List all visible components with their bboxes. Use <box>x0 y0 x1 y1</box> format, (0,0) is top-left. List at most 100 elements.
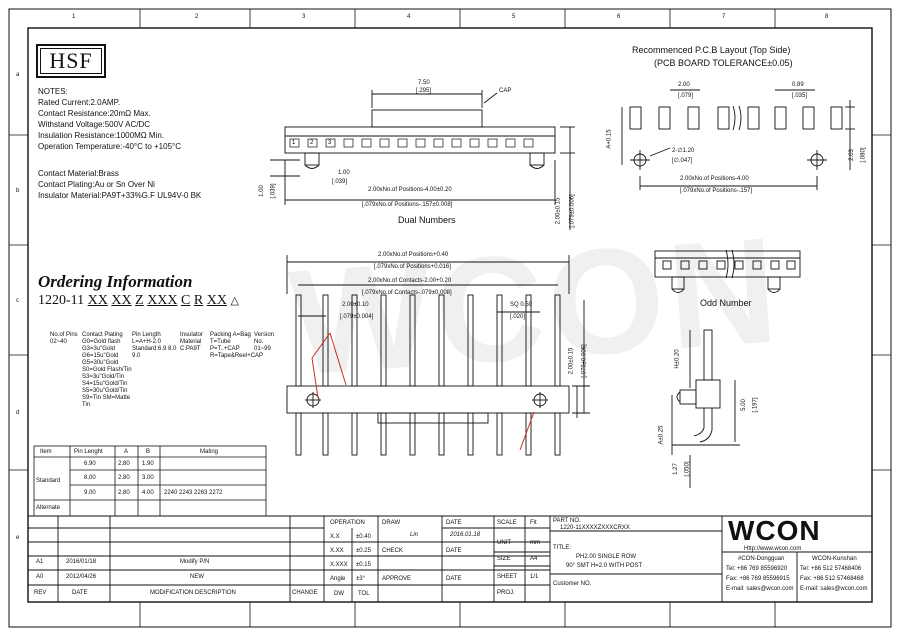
dim-750: 7.50 <box>418 80 430 86</box>
side-dim: [.050] <box>684 461 691 477</box>
mating-header-a: A <box>124 449 129 455</box>
ordering-title: Ordering Information <box>38 272 193 291</box>
front-dim: [.079xNo.of Contacts-.079±0.008] <box>362 290 452 296</box>
front-dim: 2.00xNo.of Contacts-2.00+0.20 <box>368 278 452 284</box>
grid-top-1: 1 <box>72 14 76 20</box>
tb-customer-no: Customer NO. <box>553 581 592 587</box>
note-line: Insulation Resistance:1000MΩ Min. <box>38 131 165 140</box>
cap-label: CAP <box>499 88 512 94</box>
pcb-dim: [.079] <box>678 93 694 99</box>
tb-dw: DW <box>334 591 344 597</box>
grid-top-3: 3 <box>302 14 306 20</box>
side-dim: 1.27 <box>672 463 679 475</box>
tb-draw-name: Lin <box>410 532 419 538</box>
rev-cell: A1 <box>36 559 44 565</box>
tb-proj: PROJ. <box>497 590 515 596</box>
tb-approve: APPROVE <box>382 576 412 582</box>
front-dim: 2.00xNo.of Positions+0.40 <box>378 252 449 258</box>
mating-table-lines <box>33 445 267 517</box>
front-dim: [.079±0.004] <box>340 314 374 320</box>
pin-number: 1 <box>292 140 296 146</box>
note-line: Rated Current:2.0AMP. <box>38 98 121 107</box>
tb-unit: UNIT <box>497 540 511 546</box>
tb-unit-value: mm <box>530 540 540 546</box>
mating-cell: 9.00 <box>84 490 96 496</box>
mating-cell: 2.80 <box>118 475 130 481</box>
pcb-dim: [.080] <box>860 147 867 163</box>
grid-top-4: 4 <box>407 14 411 20</box>
pcb-dim: [∅.047] <box>672 158 693 164</box>
grid-side-b: b <box>16 188 20 194</box>
rev-header: CHANGE <box>292 590 318 596</box>
tb-sheet-value: 1/1 <box>530 574 539 580</box>
mating-cell: Alternate <box>36 505 61 511</box>
grid-top-6: 6 <box>617 14 621 20</box>
grid-side-e: e <box>16 535 20 541</box>
side-dim: H±0.20 <box>674 349 681 369</box>
front-dim: 2.00±0.15 <box>568 347 575 375</box>
note-line: Operation Temperature:-40°C to +105°C <box>38 142 181 151</box>
odd-number-label: Odd Number <box>700 298 752 308</box>
legend-pins: No.of Pins 02~40 <box>50 332 78 345</box>
code-part: XX <box>87 293 108 308</box>
grid-top-8: 8 <box>825 14 829 20</box>
pcb-dim: 2.00xNo.of Positions-4.00 <box>680 176 749 182</box>
tb-tol: ±0.15 <box>356 562 371 568</box>
tb-tol: ±0.25 <box>356 548 371 554</box>
tb-date-label: DATE <box>446 576 462 582</box>
red-mark <box>311 332 535 451</box>
code-part: XX <box>206 293 227 308</box>
legend-plating: Contact Plating G0=Gold flash G3=3u"Gold… <box>82 332 132 408</box>
mating-cell: 2.80 <box>118 461 130 467</box>
pin-number: 3 <box>328 140 332 146</box>
code-part: XXX <box>147 293 178 308</box>
tb-size-value: A4 <box>530 556 538 562</box>
rev-cell: 2016/01/18 <box>66 559 97 565</box>
legend-insulator: Insulator Material C:PA9T <box>180 332 204 352</box>
tb-date-label: DATE <box>446 520 462 526</box>
rev-header: DATE <box>72 590 88 596</box>
tb-dongguan: E-mail: sales@wcon.com <box>726 586 794 592</box>
grid-top-2: 2 <box>195 14 199 20</box>
rev-cell: 2012/04/26 <box>66 574 97 580</box>
rev-header: MODIFICATION DESCRIPTION <box>150 590 236 596</box>
code-part: XX <box>111 293 132 308</box>
tb-dongguan: Tel: +86 769 85596920 <box>726 566 788 572</box>
pcb-dim: 2-∅1.20 <box>672 148 695 154</box>
rev-cell: A0 <box>36 574 44 580</box>
dim-039b: [.039] <box>270 183 277 199</box>
dim-039a: [.039] <box>332 179 348 185</box>
pcb-dim: [.079xNo.of Positions-.157] <box>680 188 753 194</box>
tb-kunshan: E-mail: sales@wcon.com <box>800 586 868 592</box>
pcb-layout-view <box>621 89 855 190</box>
mating-header-pin: Pin Lenght <box>74 449 103 455</box>
tb-tol: X.XXX <box>330 562 348 568</box>
mating-header-item: Item <box>40 449 52 455</box>
tb-website: Http://www.wcon.com <box>744 546 802 552</box>
pcb-dim: 2.00 <box>678 82 690 88</box>
tb-part-no: 1220-11XXXXZXXXCRXX <box>560 525 630 531</box>
side-dim: 5.00 <box>740 399 747 411</box>
mating-cell: 3.00 <box>142 475 154 481</box>
dim-295: [.295] <box>416 88 432 94</box>
rev-cell: Modify P/N <box>180 559 210 565</box>
code-part: C <box>181 293 191 308</box>
grid-top-5: 5 <box>512 14 516 20</box>
tb-kunshan: Fax: +86 512 57468468 <box>800 576 864 582</box>
dim-len-in: [.079xNo.of Positions-.157±0.008] <box>362 202 453 208</box>
front-dim: [.079±0.006] <box>581 344 588 378</box>
note-line: Insulator Material:PA9T+33%G.F UL94V-0 B… <box>38 191 202 200</box>
tb-title-line2: 90° SMT H=2.0 WITH POST <box>566 563 643 569</box>
dim-100a: 1.00 <box>338 170 350 176</box>
front-view <box>286 255 590 456</box>
dual-numbers-label: Dual Numbers <box>398 215 456 225</box>
tb-check: CHECK <box>382 548 404 554</box>
mating-cell: 2240 2243 2263 2272 <box>164 490 223 496</box>
ordering-code: 1220-11 XX XX Z XXX C R XX △ <box>38 293 239 309</box>
grid-side-c: c <box>16 298 19 304</box>
tb-dongguan: #CON-Dongguan <box>738 556 785 562</box>
dim-len: 2.00xNo.of Positions-4.00±0.20 <box>368 187 452 193</box>
mating-cell: 2.80 <box>118 490 130 496</box>
